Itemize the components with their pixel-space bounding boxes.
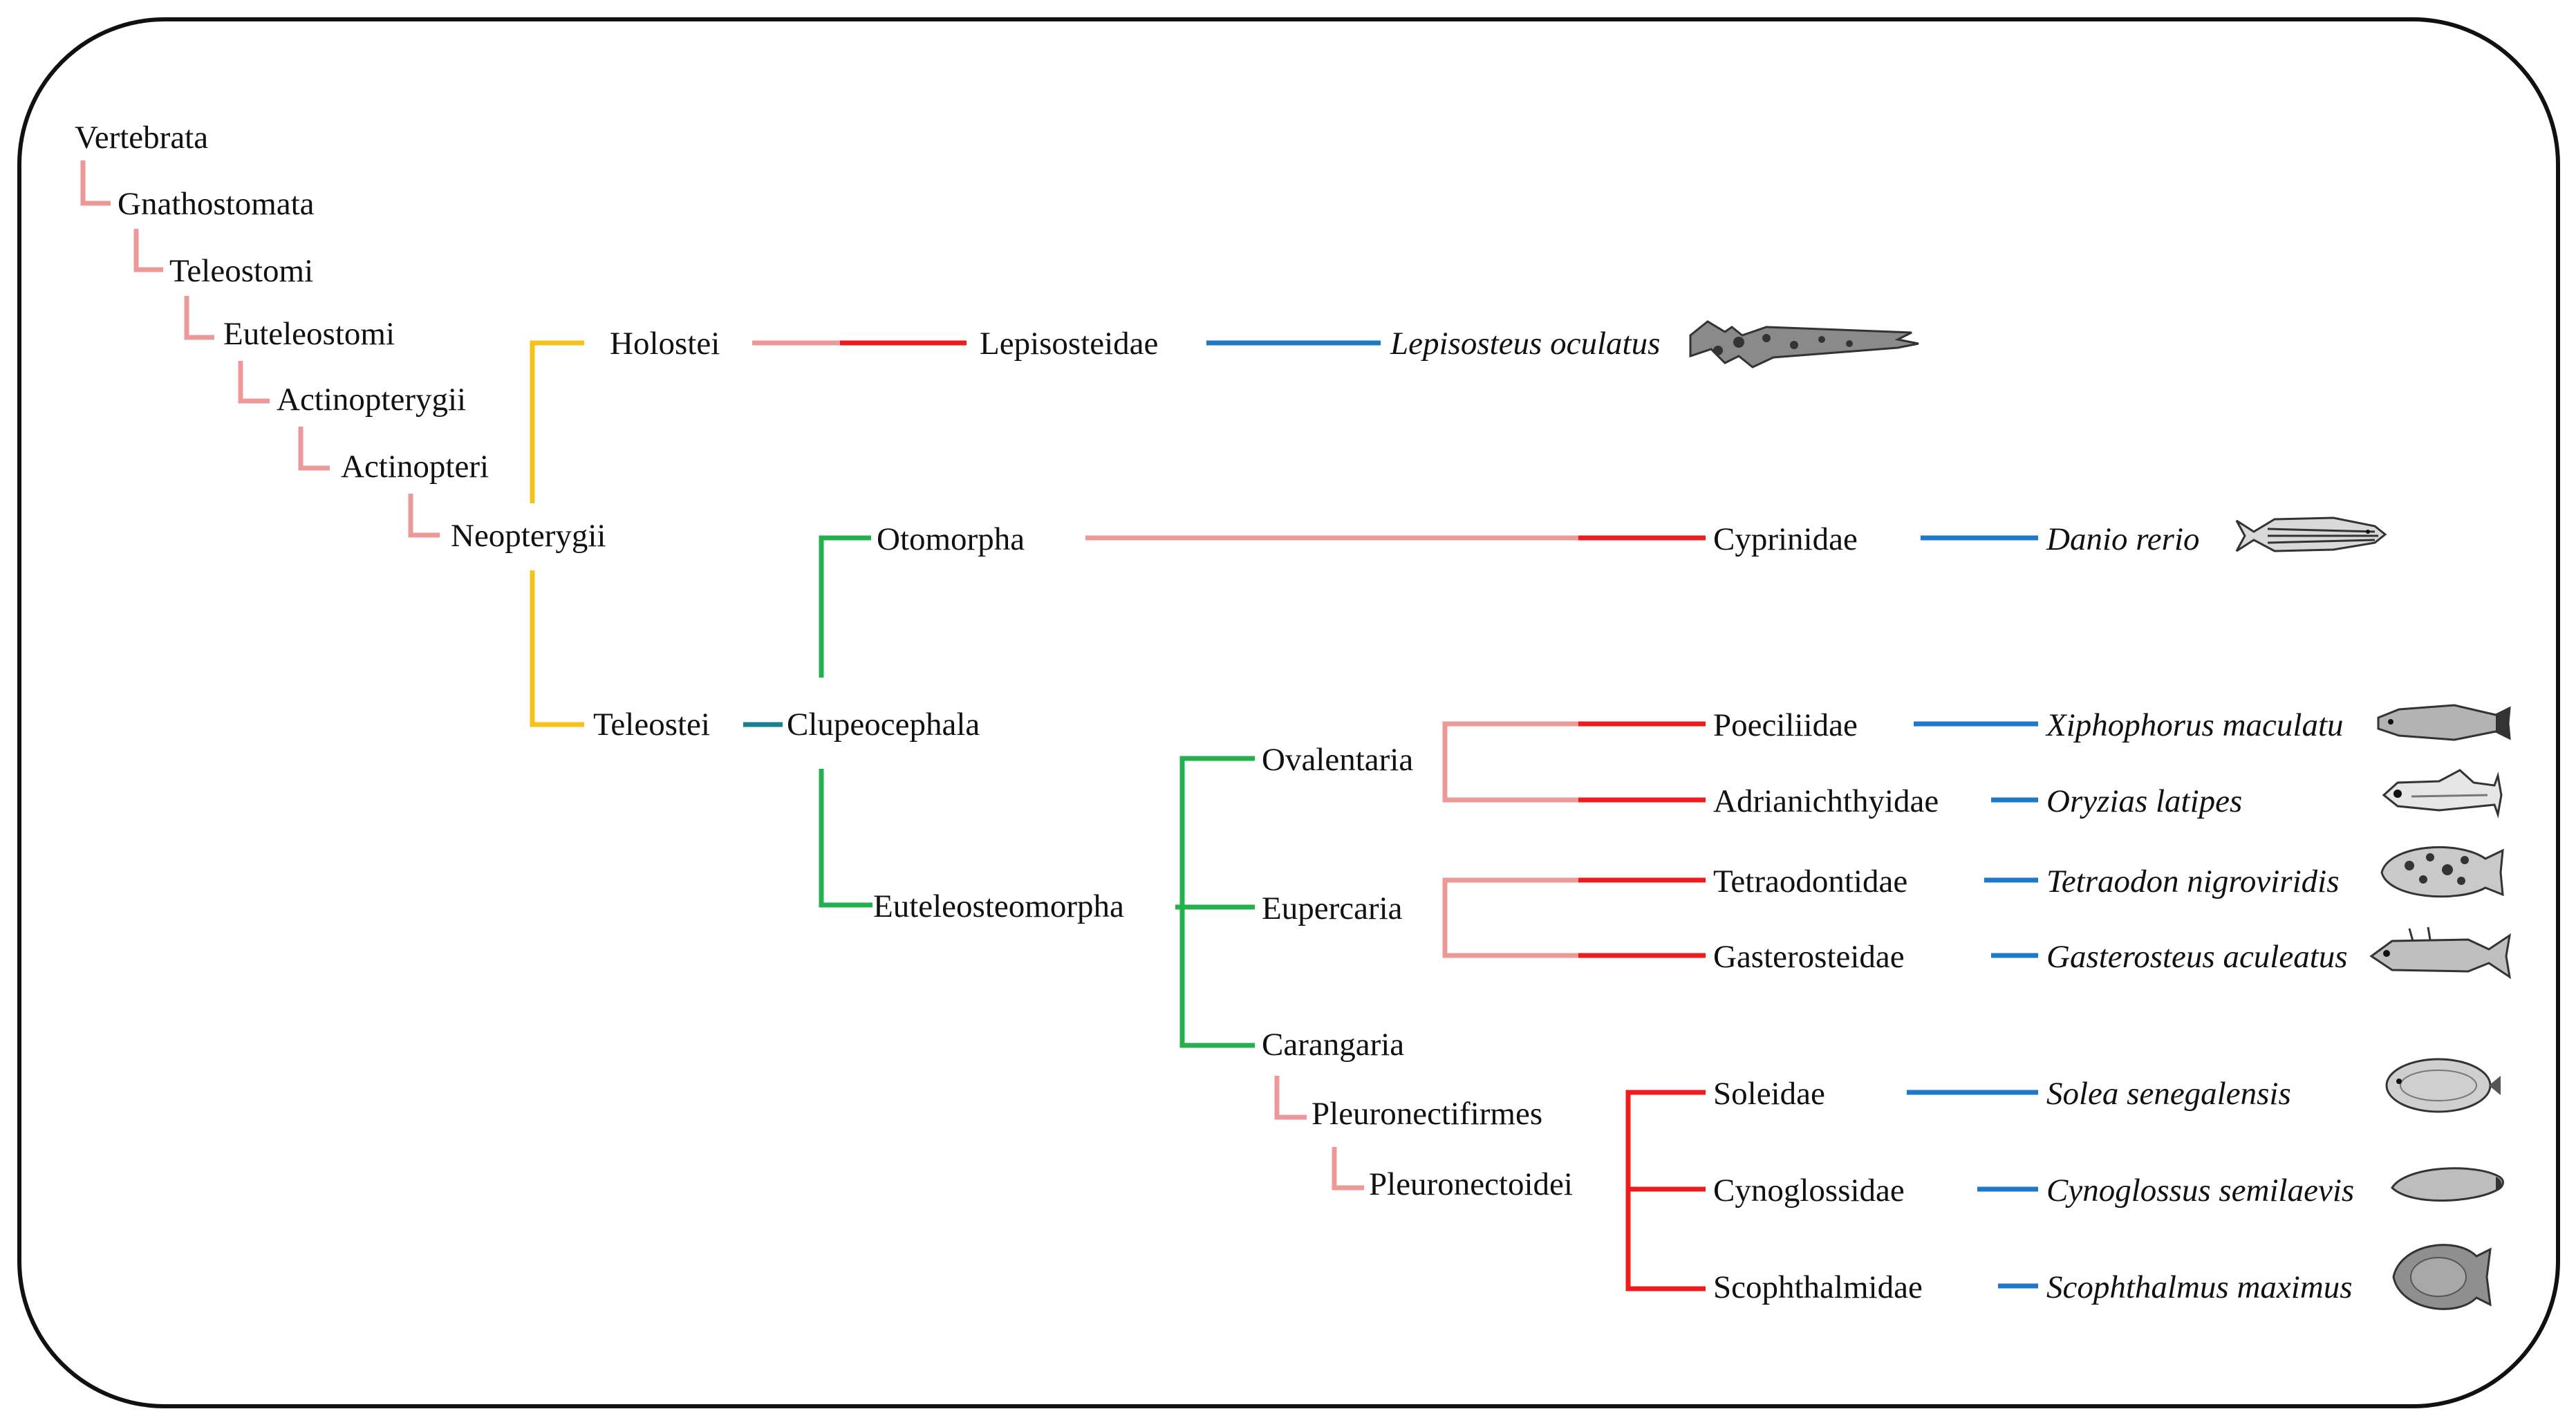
species-danio: Danio rerio (2046, 521, 2200, 557)
species-scophthalmus: Scophthalmus maximus (2046, 1269, 2353, 1305)
family-soleidae: Soleidae (1713, 1076, 1825, 1112)
taxon-neopterygii: Neopterygii (451, 518, 606, 554)
ovalentaria-subtree (1442, 721, 1706, 803)
species-xiphophorus: Xiphophorus maculatu (2045, 707, 2344, 743)
sole-icon (2385, 1058, 2501, 1113)
clade-pleuronectoidei: Pleuronectoidei (1369, 1166, 1573, 1202)
diagram-frame (17, 17, 2560, 1408)
pleuronectoidei-bracket (1625, 1090, 1706, 1291)
species-oryzias: Oryzias latipes (2046, 783, 2242, 819)
turbot-icon (2392, 1244, 2492, 1310)
zebrafish-icon (2235, 516, 2387, 552)
clade-pleuronectifirmes: Pleuronectifirmes (1312, 1096, 1542, 1132)
family-tetraodontidae: Tetraodontidae (1713, 864, 1907, 899)
species-solea: Solea senegalensis (2046, 1076, 2291, 1112)
family-adrianichthyidae: Adrianichthyidae (1713, 783, 1939, 819)
taxon-actinopterygii: Actinopterygii (277, 382, 466, 418)
species-cynoglossus: Cynoglossus semilaevis (2046, 1173, 2354, 1209)
clade-otomorpha: Otomorpha (877, 521, 1025, 557)
eupercaria-subtree (1442, 877, 1706, 958)
species-gasterosteus: Gasterosteus aculeatus (2046, 939, 2348, 975)
neopterygii-bracket (530, 340, 584, 727)
taxon-actinopteri: Actinopteri (341, 449, 489, 485)
clade-holostei: Holostei (610, 326, 720, 362)
family-cyprinidae: Cyprinidae (1713, 521, 1858, 557)
clade-carangaria: Carangaria (1262, 1027, 1404, 1063)
species-tetraodon: Tetraodon nigroviridis (2046, 864, 2340, 899)
taxon-vertebrata: Vertebrata (75, 120, 208, 156)
spotted-gar-icon (1689, 320, 1919, 369)
carangaria-connectors (1274, 1076, 1364, 1191)
platyfish-icon (2377, 704, 2511, 741)
taxon-euteleostomi: Euteleostomi (223, 316, 395, 352)
euteleosteomorpha-bracket (1175, 756, 1255, 1048)
stickleback-icon (2369, 926, 2512, 980)
tongue-sole-icon (2391, 1167, 2504, 1202)
clupeocephala-bracket (819, 535, 872, 908)
taxon-teleostomi: Teleostomi (169, 253, 313, 289)
hierarchy-connectors (80, 160, 440, 538)
clade-teleostei: Teleostei (593, 707, 710, 743)
clade-euteleosteomorpha: Euteleosteomorpha (873, 888, 1124, 924)
family-cynoglossidae: Cynoglossidae (1713, 1173, 1905, 1209)
taxon-gnathostomata: Gnathostomata (118, 186, 315, 222)
pufferfish-icon (2380, 846, 2504, 898)
family-gasterosteidae: Gasterosteidae (1713, 939, 1905, 975)
clade-ovalentaria: Ovalentaria (1262, 742, 1413, 778)
species-lepisosteus: Lepisosteus oculatus (1390, 326, 1660, 362)
family-lepisosteidae: Lepisosteidae (980, 326, 1158, 362)
clade-clupeocephala: Clupeocephala (787, 707, 980, 743)
medaka-icon (2382, 769, 2503, 819)
clade-eupercaria: Eupercaria (1262, 890, 1403, 926)
family-scophthalmidae: Scophthalmidae (1713, 1269, 1923, 1305)
family-poeciliidae: Poeciliidae (1713, 707, 1858, 743)
